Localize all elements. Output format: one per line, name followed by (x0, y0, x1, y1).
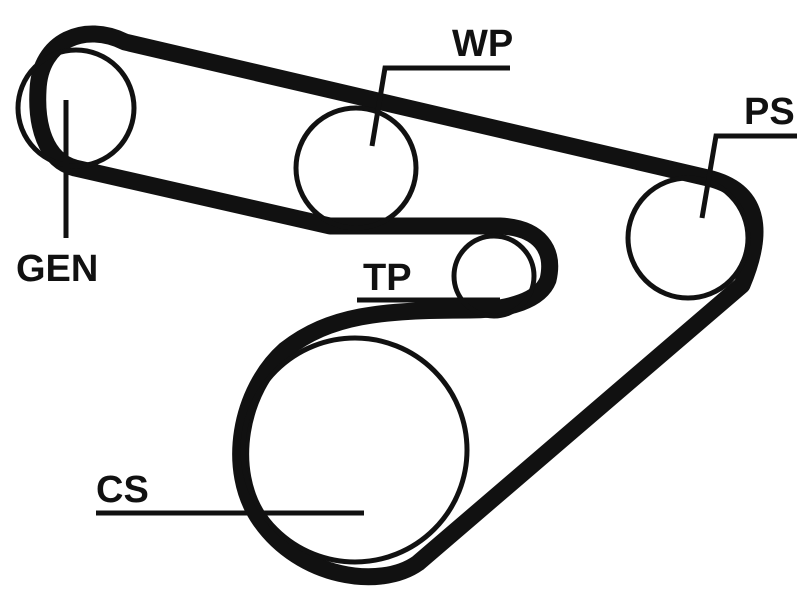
tp-pulley (451, 233, 537, 319)
wp-label: WP (452, 23, 513, 65)
tp-label: TP (363, 257, 412, 299)
gen-pulley (15, 47, 137, 169)
wp-pulley (293, 105, 419, 231)
gen-label: GEN (16, 248, 98, 290)
wp-leader-line (369, 65, 510, 147)
drive-belt (29, 25, 764, 586)
ps-label: PS (744, 91, 795, 133)
ps-pulley (625, 175, 751, 301)
ps-leader-line (699, 133, 797, 219)
cs-pulley (240, 335, 470, 565)
cs-label: CS (96, 469, 149, 511)
